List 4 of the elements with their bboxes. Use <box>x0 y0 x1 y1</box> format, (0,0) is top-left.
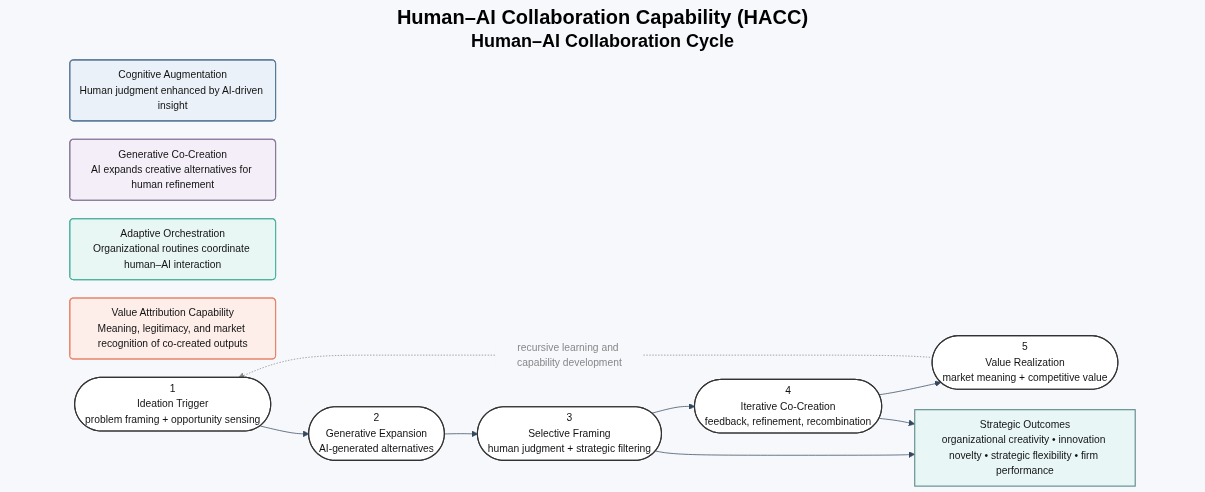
node-box: Strategic Outcomes organizational creativity • innovation novelty • strategic flexibility • firm performance <box>914 409 1136 487</box>
edge-label: recursive learning and capability development <box>517 341 622 369</box>
diagram-title: Human–AI Collaboration Capability (HACC) <box>396 6 809 29</box>
section-heading: Human–AI Collaboration Cycle <box>470 31 735 52</box>
